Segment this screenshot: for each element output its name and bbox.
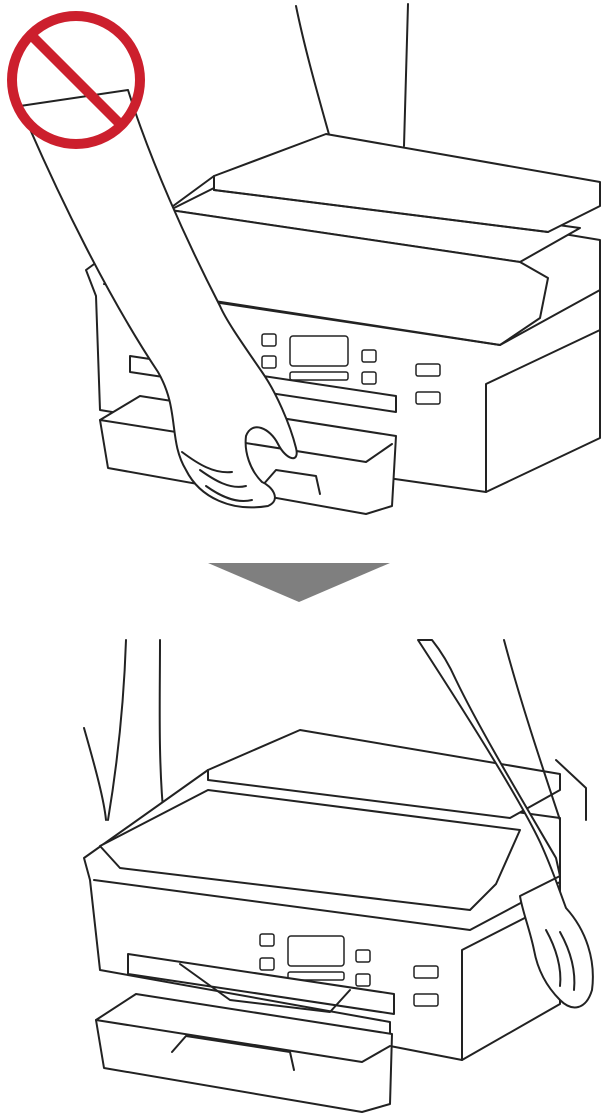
correct-carry-illustration — [84, 640, 593, 1112]
panel-button — [262, 334, 276, 346]
incorrect-carry-illustration — [12, 4, 600, 514]
left-arm-line — [160, 640, 164, 820]
panel-button — [356, 974, 370, 986]
panel-button — [260, 958, 274, 970]
stop-button — [414, 994, 438, 1006]
panel-button — [262, 356, 276, 368]
panel-button — [356, 950, 370, 962]
left-arm-line — [108, 640, 126, 820]
power-button — [414, 966, 438, 978]
back-arm-line — [404, 4, 408, 146]
power-button — [416, 364, 440, 376]
left-arm-line — [84, 728, 106, 820]
stop-button — [416, 392, 440, 404]
panel-button-row — [290, 372, 348, 380]
down-arrow-icon — [208, 563, 390, 602]
panel-button — [260, 934, 274, 946]
lcd-screen — [288, 936, 344, 966]
panel-button — [362, 350, 376, 362]
lcd-screen — [290, 336, 348, 366]
back-arm-line — [296, 6, 330, 138]
panel-button — [362, 372, 376, 384]
